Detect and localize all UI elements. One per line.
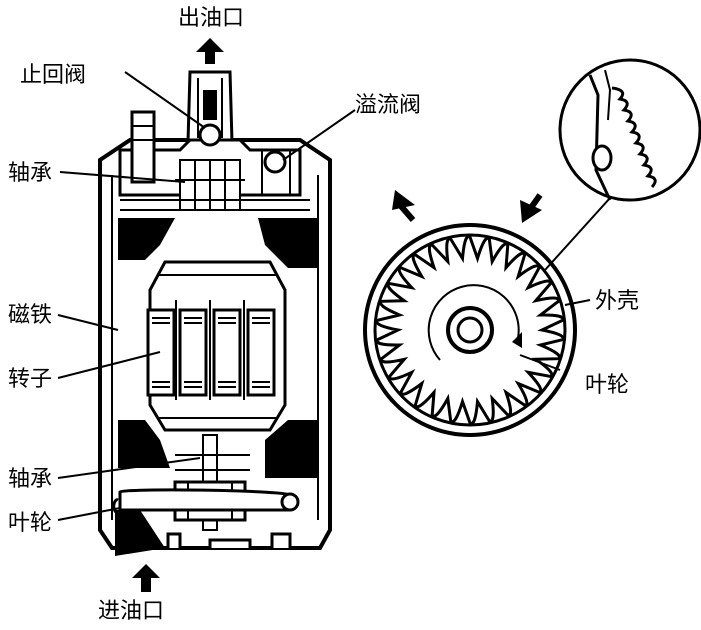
housing-inner-ring <box>373 233 567 427</box>
label-impeller-right: 叶轮 <box>585 373 629 398</box>
housing-outer-ring <box>363 223 577 437</box>
impeller-hub-inner <box>456 316 484 344</box>
label-magnet: 磁铁 <box>8 303 52 328</box>
label-impeller-left: 叶轮 <box>8 511 52 536</box>
pump-cross-section <box>98 70 332 556</box>
label-relief-valve: 溢流阀 <box>355 93 421 118</box>
inlet-fitting <box>115 510 165 556</box>
check-valve-ball <box>198 123 222 147</box>
rotor-windings <box>146 300 276 400</box>
magnet-upper-right <box>258 218 318 268</box>
label-bearing-top: 轴承 <box>8 161 52 186</box>
label-outlet: 出油口 <box>178 6 244 31</box>
magnet-lower-left <box>118 420 170 468</box>
labels: 出油口 止回阀 溢流阀 轴承 磁铁 转子 轴承 叶轮 进油口 外壳 叶轮 <box>8 6 639 624</box>
inlet-arrow <box>132 564 160 592</box>
impeller-blade-profile <box>375 234 565 426</box>
label-housing: 外壳 <box>595 289 639 314</box>
leader-lines <box>57 71 611 521</box>
magnet-upper-left <box>118 218 175 260</box>
magnet-lower-right <box>265 420 318 478</box>
detail-magnifier <box>558 58 701 202</box>
label-rotor: 转子 <box>8 367 52 392</box>
impeller-view <box>363 223 577 437</box>
impeller-plate <box>118 488 292 512</box>
relief-valve-ball <box>263 150 287 174</box>
mounting-stud <box>130 110 156 184</box>
rotation-arrow <box>427 284 520 361</box>
label-bearing-bottom: 轴承 <box>8 467 52 492</box>
label-check-valve: 止回阀 <box>20 63 86 88</box>
label-inlet: 进油口 <box>98 599 164 624</box>
flow-arrows <box>392 190 543 223</box>
impeller-teeth <box>375 234 565 426</box>
impeller-hub-outer <box>446 306 494 354</box>
outlet-arrow <box>196 38 224 64</box>
